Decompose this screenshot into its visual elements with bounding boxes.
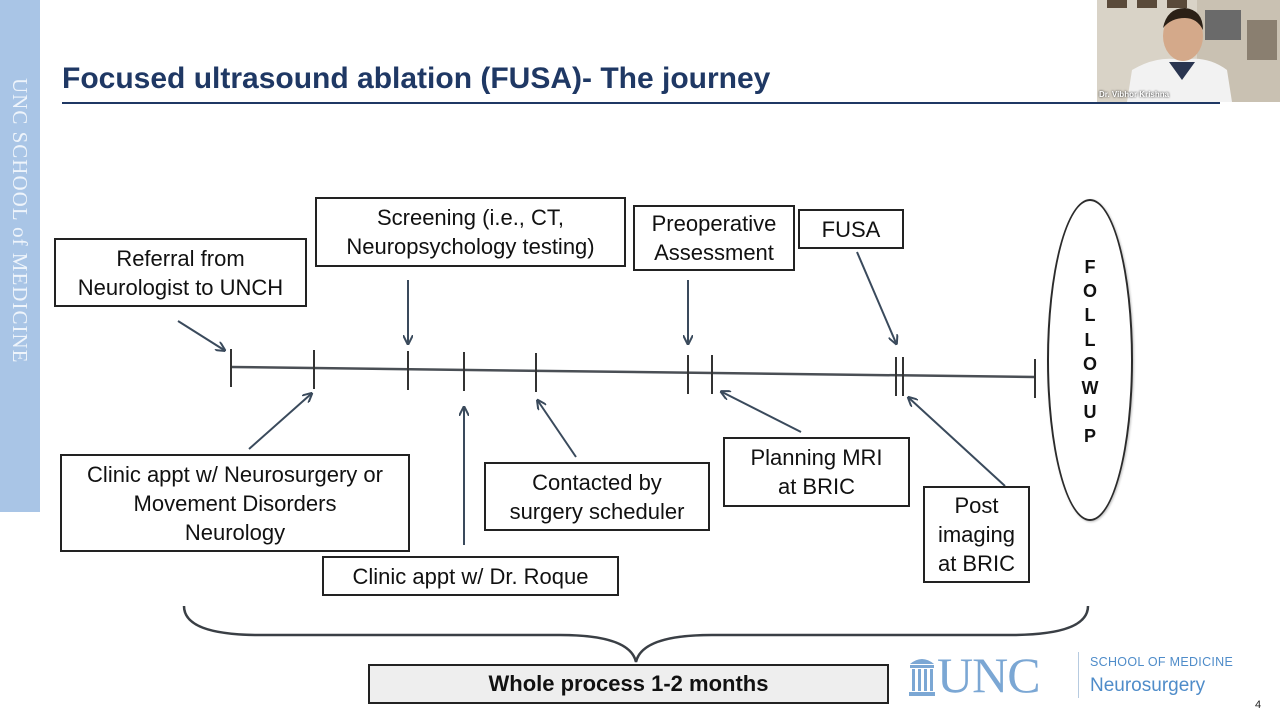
logo-divider	[1078, 652, 1079, 698]
arrow-icon	[248, 394, 311, 450]
unc-logo: UNC	[907, 650, 1077, 700]
brace-icon	[182, 605, 1090, 663]
webcam-speaker-name: Dr. Vibhor Krishna	[1099, 90, 1170, 99]
timeline-line	[230, 365, 1036, 379]
summary-box: Whole process 1-2 months	[368, 664, 889, 704]
unc-logo-text: UNC	[937, 647, 1041, 703]
branding-sidebar: UNC SCHOOL of MEDICINE	[0, 0, 40, 512]
page-number: 4	[1255, 699, 1262, 711]
sidebar-school-text: UNC SCHOOL of MEDICINE	[8, 78, 32, 364]
speaker-image	[1097, 0, 1280, 102]
arrow-icon	[538, 401, 577, 458]
follow-up-label: F O L L O W U P	[1081, 257, 1099, 447]
department-label: Neurosurgery	[1090, 675, 1206, 696]
step-scheduler: Contacted by surgery scheduler	[484, 462, 710, 531]
step-screening: Screening (i.e., CT, Neuropsychology tes…	[315, 197, 626, 267]
arrow-icon	[909, 398, 1006, 487]
step-preoperative: Preoperative Assessment	[633, 205, 795, 271]
arrow-icon	[722, 392, 802, 433]
step-referral: Referral from Neurologist to UNCH	[54, 238, 307, 307]
step-fusa: FUSA	[798, 209, 904, 249]
arrow-icon	[177, 320, 224, 350]
title-underline	[62, 102, 1220, 104]
speaker-webcam-video: Dr. Vibhor Krishna	[1097, 0, 1280, 102]
step-clinic-roque: Clinic appt w/ Dr. Roque	[322, 556, 619, 596]
arrow-icon	[856, 251, 896, 343]
step-post-imaging: Post imaging at BRIC	[923, 486, 1030, 583]
old-well-icon	[909, 659, 935, 696]
follow-up-oval: F O L L O W U P	[1047, 199, 1133, 521]
school-of-medicine-label: SCHOOL OF MEDICINE	[1090, 655, 1234, 669]
step-planning-mri: Planning MRI at BRIC	[723, 437, 910, 507]
step-clinic-neurosurgery: Clinic appt w/ Neurosurgery or Movement …	[60, 454, 410, 552]
slide-title: Focused ultrasound ablation (FUSA)- The …	[62, 62, 771, 95]
timeline-ticks	[230, 349, 1036, 398]
